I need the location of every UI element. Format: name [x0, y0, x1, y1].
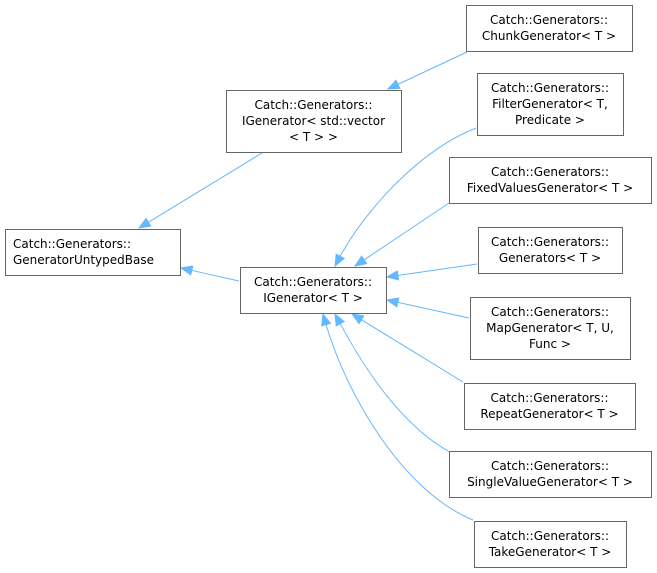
edge-chunk-to-ivec [386, 51, 468, 90]
class-name-line: Generators< T > [499, 251, 601, 265]
class-box [240, 267, 387, 314]
class-box [464, 383, 636, 430]
edge-line [339, 127, 477, 258]
edge-fixed-to-igen [353, 202, 450, 267]
class-box [478, 227, 623, 274]
inheritance-arrow-icon [385, 297, 400, 308]
edge-single-to-igen [334, 312, 469, 461]
inheritance-arrow-icon [334, 253, 346, 268]
class-node-filter[interactable]: Catch::Generators::FilterGenerator< T,Pr… [477, 73, 624, 136]
class-name-line: IGenerator< T > [263, 291, 363, 305]
edge-line [363, 202, 450, 261]
class-name-line: SingleValueGenerator< T > [467, 475, 633, 489]
class-name-line: TakeGenerator< T > [488, 545, 612, 559]
edge-map-to-igen [385, 297, 470, 319]
class-name-line: Catch::Generators:: [254, 98, 372, 112]
class-node-igen[interactable]: Catch::Generators::IGenerator< T > [240, 267, 387, 314]
class-box [470, 297, 631, 360]
class-box [477, 73, 624, 136]
class-box [449, 451, 652, 498]
class-name-line: Catch::Generators:: [490, 13, 608, 27]
edge-filter-to-igen [334, 127, 477, 268]
class-name-line: Catch::Generators:: [491, 165, 609, 179]
edge-line [339, 322, 469, 461]
class-node-take[interactable]: Catch::Generators::TakeGenerator< T > [474, 521, 627, 568]
class-node-ivec[interactable]: Catch::Generators::IGenerator< std::vect… [226, 90, 402, 153]
edge-line [360, 318, 464, 383]
class-node-single[interactable]: Catch::Generators::SingleValueGenerator<… [449, 451, 652, 498]
edge-generators-to-igen [385, 263, 478, 281]
class-name-line: Catch::Generators:: [13, 237, 131, 251]
class-name-line: Predicate > [515, 113, 585, 127]
class-box [226, 90, 402, 153]
edge-line [325, 323, 474, 521]
class-name-line: Catch::Generators:: [491, 81, 609, 95]
class-name-line: Catch::Generators:: [491, 529, 609, 543]
class-name-line: Catch::Generators:: [491, 305, 609, 319]
edge-igen-to-base [179, 265, 240, 282]
inheritance-arrow-icon [386, 79, 401, 90]
inheritance-arrow-icon [385, 270, 400, 281]
class-name-line: ChunkGenerator< T > [482, 29, 616, 43]
inheritance-arrow-icon [334, 312, 346, 327]
class-name-line: IGenerator< std::vector [242, 114, 385, 128]
edge-line [190, 269, 240, 282]
class-box [466, 5, 633, 52]
nodes-layer: Catch::Generators::GeneratorUntypedBaseC… [5, 5, 652, 568]
class-name-line: Catch::Generators:: [491, 459, 609, 473]
class-name-line: GeneratorUntypedBase [13, 253, 154, 267]
class-name-line: < T > > [289, 130, 338, 144]
class-node-map[interactable]: Catch::Generators::MapGenerator< T, U,Fu… [470, 297, 631, 360]
class-name-line: MapGenerator< T, U, [486, 321, 614, 335]
class-name-line: FixedValuesGenerator< T > [467, 181, 633, 195]
class-node-generators[interactable]: Catch::Generators::Generators< T > [478, 227, 623, 274]
inheritance-arrow-icon [321, 312, 332, 327]
inheritance-arrow-icon [179, 265, 194, 276]
class-name-line: Catch::Generators:: [491, 235, 609, 249]
edges-layer [137, 51, 478, 521]
class-name-line: FilterGenerator< T, [492, 97, 608, 111]
class-node-chunk[interactable]: Catch::Generators::ChunkGenerator< T > [466, 5, 633, 52]
edge-take-to-igen [321, 312, 474, 521]
edge-line [396, 51, 468, 86]
inheritance-arrow-icon [353, 255, 368, 267]
inheritance-arrow-icon [137, 217, 152, 229]
class-node-fixed[interactable]: Catch::Generators::FixedValuesGenerator<… [449, 157, 652, 204]
class-name-line: RepeatGenerator< T > [480, 407, 618, 421]
class-name-line: Func > [529, 337, 571, 351]
edge-repeat-to-igen [350, 313, 464, 383]
edge-line [396, 301, 470, 319]
edge-ivec-to-base [137, 152, 263, 229]
class-name-line: Catch::Generators:: [254, 275, 372, 289]
class-box [474, 521, 627, 568]
class-name-line: Catch::Generators:: [490, 391, 608, 405]
class-node-repeat[interactable]: Catch::Generators::RepeatGenerator< T > [464, 383, 636, 430]
class-node-base[interactable]: Catch::Generators::GeneratorUntypedBase [5, 229, 181, 276]
class-box [449, 157, 652, 204]
edge-line [396, 263, 478, 277]
edge-line [147, 152, 263, 224]
inheritance-arrow-icon [350, 313, 365, 325]
class-box [5, 229, 181, 276]
